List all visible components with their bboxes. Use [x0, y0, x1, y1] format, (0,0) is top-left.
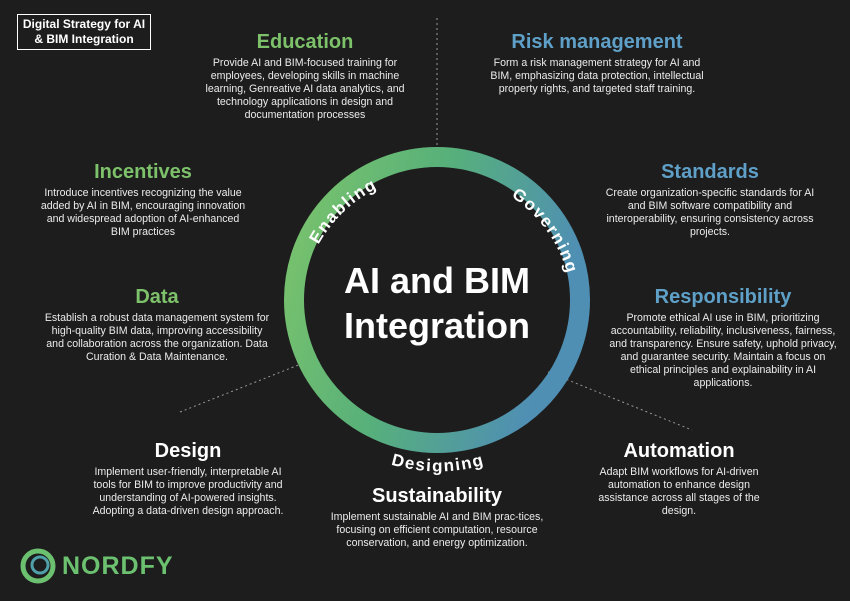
nordfy-ring-logo-icon — [20, 548, 56, 584]
automation-block: Automation Adapt BIM workflows for AI-dr… — [582, 439, 776, 518]
responsibility-text: Promote ethical AI use in BIM, prioritiz… — [609, 312, 837, 389]
design-block: Design Implement user-friendly, interpre… — [82, 439, 294, 518]
design-title: Design — [154, 440, 222, 462]
divider-left — [179, 361, 307, 413]
incentives-title: Incentives — [94, 161, 192, 183]
automation-title: Automation — [623, 440, 735, 462]
strategy-tag: Digital Strategy for AI & BIM Integratio… — [17, 14, 151, 50]
nordfy-logo: NORDFY — [20, 548, 174, 584]
automation-text: Adapt BIM workflows for AI-driven automa… — [598, 466, 760, 517]
risk-management-block: Risk management Form a risk management s… — [483, 30, 711, 96]
strategy-ring — [284, 147, 590, 453]
risk-management-text: Form a risk management strategy for AI a… — [490, 57, 704, 95]
risk-management-title: Risk management — [511, 31, 683, 53]
education-title: Education — [256, 31, 354, 53]
center-title-line2: Integration — [344, 305, 530, 346]
standards-block: Standards Create organization-specific s… — [600, 160, 820, 239]
sustainability-title: Sustainability — [371, 485, 503, 507]
center-title-line1: AI and BIM — [344, 260, 530, 301]
data-title: Data — [135, 286, 179, 308]
data-text: Establish a robust data management syste… — [44, 312, 270, 363]
education-text: Provide AI and BIM-focused training for … — [205, 57, 405, 121]
nordfy-logo-text: NORDFY — [62, 551, 174, 580]
incentives-block: Incentives Introduce incentives recogniz… — [38, 160, 248, 239]
data-block: Data Establish a robust data management … — [43, 285, 271, 364]
standards-text: Create organization-specific standards f… — [605, 187, 815, 238]
incentives-text: Introduce incentives recognizing the val… — [40, 187, 246, 238]
responsibility-title: Responsibility — [654, 286, 792, 308]
design-text: Implement user-friendly, interpretable A… — [92, 466, 284, 517]
education-block: Education Provide AI and BIM-focused tra… — [205, 30, 405, 122]
divider-right — [547, 371, 693, 431]
ring-label-designing: Designing — [390, 450, 487, 475]
sustainability-text: Implement sustainable AI and BIM prac-ti… — [330, 511, 544, 549]
responsibility-block: Responsibility Promote ethical AI use in… — [608, 285, 838, 390]
standards-title: Standards — [661, 161, 759, 183]
sustainability-block: Sustainability Implement sustainable AI … — [325, 484, 549, 550]
